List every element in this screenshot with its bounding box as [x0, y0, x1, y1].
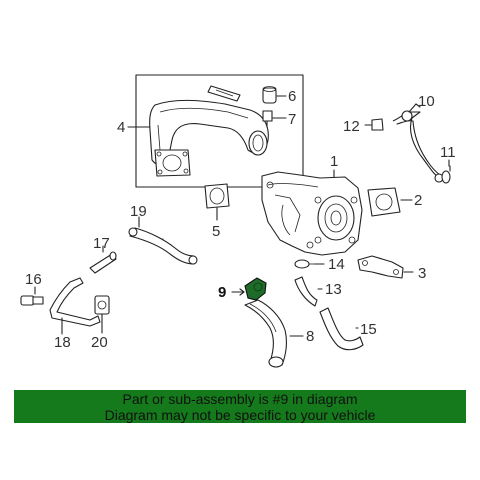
callout-3: 3	[418, 265, 426, 282]
callout-1: 1	[330, 153, 338, 170]
callout-11: 11	[440, 144, 456, 161]
leader-lines	[127, 103, 450, 240]
callout-7: 7	[288, 111, 296, 128]
callout-10: 10	[418, 93, 435, 110]
callout-14: 14	[328, 256, 345, 273]
callout-19: 19	[130, 203, 147, 220]
callout-16: 16	[25, 271, 42, 288]
banner-line-2: Diagram may not be specific to your vehi…	[104, 407, 376, 423]
callout-18: 18	[54, 334, 71, 351]
part-10-pipe[interactable]	[392, 103, 444, 183]
callout-9: 9	[218, 284, 226, 301]
part-4-intake-pipe[interactable]	[149, 85, 269, 177]
callout-8: 8	[306, 328, 314, 345]
part-9-highlighted[interactable]	[231, 277, 267, 301]
part-14-gasket[interactable]	[294, 259, 325, 269]
callout-12: 12	[343, 118, 360, 135]
callout-6: 6	[288, 88, 296, 105]
banner-line-1: Part or sub-assembly is #9 in diagram	[122, 391, 358, 407]
part-6-boot[interactable]	[262, 86, 287, 104]
part-7-bolt[interactable]	[262, 110, 287, 128]
part-19-pipe[interactable]	[128, 216, 198, 265]
part-15-hose[interactable]	[319, 307, 364, 351]
callout-labels: 1 2 3 4 5 6 7 8 9 10 11 12 13 14 15 16 1…	[25, 88, 456, 351]
part-5-gasket[interactable]	[204, 183, 230, 221]
part-17-pipe[interactable]	[89, 245, 117, 274]
callout-15: 15	[360, 321, 377, 338]
part-8-hose[interactable]	[244, 299, 304, 368]
callout-20: 20	[91, 334, 108, 351]
callout-17: 17	[93, 235, 110, 252]
part-1-housing[interactable]	[261, 169, 363, 256]
part-20-gasket[interactable]	[94, 295, 110, 334]
callout-5: 5	[212, 223, 220, 240]
part-3-bracket[interactable]	[357, 255, 414, 279]
part-11-fitting[interactable]	[441, 165, 451, 184]
part-18-pipe[interactable]	[49, 277, 101, 335]
part-2-gasket[interactable]	[367, 187, 413, 217]
callout-2: 2	[414, 192, 422, 209]
callout-13: 13	[325, 281, 342, 298]
part-16-fitting[interactable]	[20, 286, 44, 306]
info-banner: Part or sub-assembly is #9 in diagram Di…	[14, 390, 466, 423]
part-12-clip[interactable]	[364, 118, 384, 131]
callout-4: 4	[117, 119, 125, 136]
part-13-pipe[interactable]	[294, 276, 323, 307]
